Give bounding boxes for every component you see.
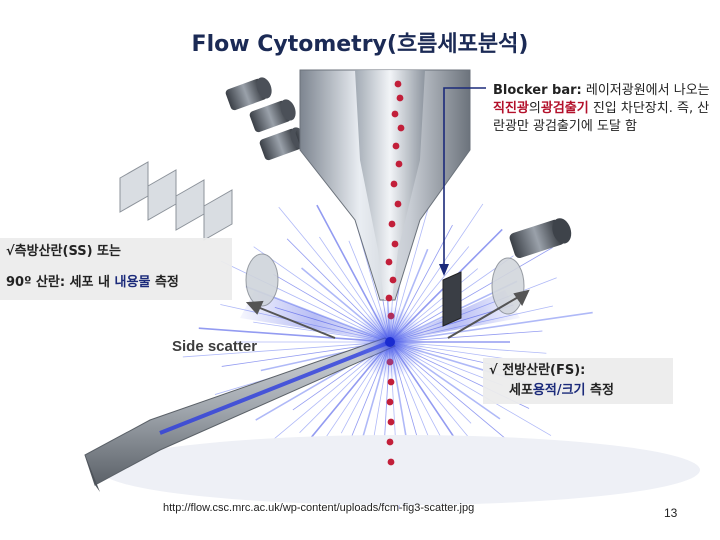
- blocker-text-3: 진입 차단장치. 즉, 산란광만 광검출기에 도달 함: [493, 101, 710, 134]
- forward-detector: [509, 218, 572, 259]
- blocker-text-1: 레이저광원에서 나오는: [581, 83, 710, 98]
- side-scatter-beam: [240, 290, 390, 342]
- cell: [394, 200, 402, 208]
- cell: [387, 458, 395, 466]
- blocker-detector: 광검출기: [540, 101, 589, 116]
- fs-text-c: 측정: [585, 383, 614, 398]
- cell: [392, 142, 400, 150]
- filter-plates: [119, 161, 233, 241]
- ss-contents: 내용물: [114, 275, 151, 290]
- blocker-bar: [442, 271, 462, 327]
- cell: [395, 160, 403, 168]
- laser-beam: [159, 340, 391, 435]
- source-url[interactable]: http://flow.csc.mrc.ac.uk/wp-content/upl…: [163, 502, 475, 514]
- cell: [394, 80, 402, 88]
- side-scatter-note-line2: 90º 산란: 세포 내 내용물 측정: [6, 274, 179, 292]
- cell: [388, 220, 396, 228]
- floor-shadow: [100, 435, 700, 505]
- blocker-direct-light: 직진광: [493, 101, 529, 116]
- scatter-direction-arrows: [245, 289, 530, 339]
- forward-collection-lens: [491, 257, 525, 315]
- blocker-bar-note: Blocker bar: 레이저광원에서 나오는 직진광의광검출기 진입 차단장…: [489, 80, 720, 138]
- cell: [387, 418, 395, 426]
- cell: [396, 94, 404, 102]
- blocker-pointer-line: [443, 87, 486, 268]
- fs-volume-size: 용적/크기: [532, 383, 586, 398]
- side-scatter-image-label: Side scatter: [172, 338, 258, 355]
- cell: [385, 258, 393, 266]
- cell: [385, 294, 393, 302]
- forward-scatter-note: √ 전방산란(FS): 세포용적/크기 측정: [483, 358, 673, 404]
- cell: [387, 378, 395, 386]
- side-scatter-note: √측방산란(SS) 또는 90º 산란: 세포 내 내용물 측정: [0, 238, 232, 300]
- nozzle-inner-stream: [355, 70, 425, 300]
- cell: [397, 124, 405, 132]
- cell: [391, 110, 399, 118]
- side-scatter-note-line1: √측방산란(SS) 또는: [6, 244, 121, 259]
- forward-scatter-note-line1: √ 전방산란(FS):: [489, 363, 586, 378]
- blocker-text-2: 의: [528, 101, 541, 116]
- cell: [391, 240, 399, 248]
- page-number: 13: [664, 506, 678, 520]
- page-title: Flow Cytometry(흐름세포분석): [191, 32, 529, 57]
- side-collection-lens: [245, 253, 279, 307]
- fs-text-a: 세포: [509, 383, 533, 398]
- cell: [390, 180, 398, 188]
- cell: [386, 398, 394, 406]
- forward-scatter-note-line2: 세포용적/크기 측정: [509, 382, 614, 400]
- cell: [386, 438, 394, 446]
- blocker-pointer-arrowhead: [439, 264, 449, 276]
- ss-text-a: 90º 산란: 세포 내: [6, 275, 115, 290]
- blocker-term: Blocker bar:: [493, 83, 582, 98]
- ss-text-c: 측정: [150, 275, 179, 290]
- cell: [389, 276, 397, 284]
